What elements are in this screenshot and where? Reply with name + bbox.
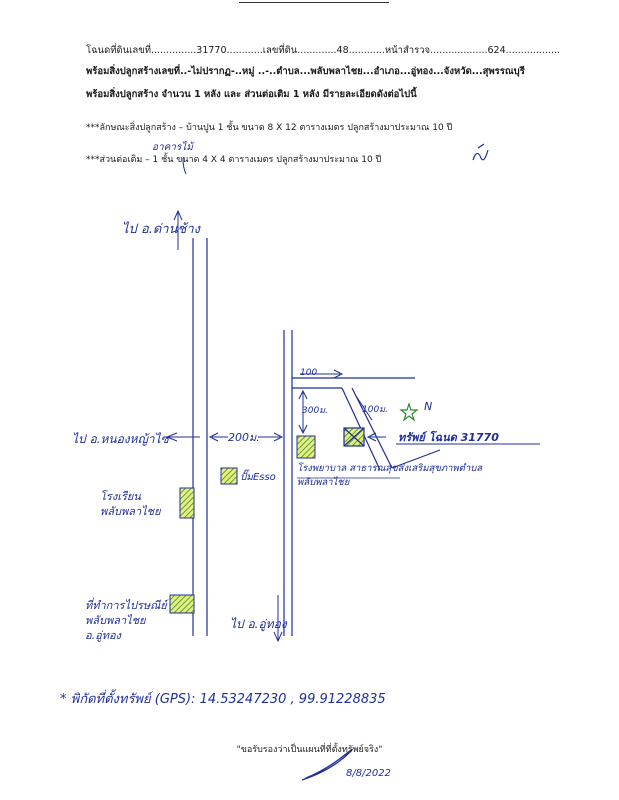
gps-coordinates-note: * พิกัดที่ตั้งทรัพย์ (GPS): 14.53247230 … — [60, 692, 386, 707]
extension-handwritten-type: อาคารไม้ — [152, 142, 193, 153]
school-marker — [179, 487, 195, 519]
label-to-u-thong: ไป อ.อู่ทอง — [230, 617, 287, 631]
signature-date: 8/8/2022 — [346, 768, 391, 779]
arrow-north-icon — [173, 209, 183, 221]
esso-marker — [220, 467, 238, 485]
label-esso: ปั๊มEsso — [240, 472, 276, 483]
deed-info-line: โฉนดที่ดินเลขที่...............31770....… — [86, 45, 561, 56]
certification-text: "ขอรับรองว่าเป็นแผนที่ที่ตั้งทรัพย์จริง" — [236, 745, 383, 755]
label-to-nong-ya-sai: ไป อ.หนองหญ้าไซ — [72, 432, 169, 446]
label-distance-100m: 100ม. — [362, 405, 388, 415]
label-post-office: ที่ทำการไปรษณีย์ พลับพลาไชย อ.อู่ทอง — [85, 599, 167, 642]
survey-page-label: หน้าสำรวจ — [384, 45, 431, 56]
label-distance-100: 100 — [300, 368, 318, 378]
post-office-marker — [169, 594, 195, 614]
extension-description-note: ***ส่วนต่อเติม – 1 ชั้น ขนาด 4 X 4 ตาราง… — [86, 155, 382, 165]
arrow-south-icon — [273, 631, 283, 643]
label-north: N — [424, 400, 433, 413]
address-line: พร้อมสิ่งปลูกสร้างเลขที่..-ไม่ปรากฏ-..หม… — [86, 66, 525, 77]
star-icon — [399, 402, 419, 422]
building-description-note: ***ลักษณะสิ่งปลูกสร้าง – บ้านปูน 1 ชั้น … — [86, 123, 453, 133]
building-count-line: พร้อมสิ่งปลูกสร้าง จำนวน 1 หลัง และ ส่วน… — [86, 89, 417, 100]
top-rule — [239, 2, 389, 3]
label-property: ทรัพย์ โฉนด 31770 — [398, 431, 499, 444]
initial-signature — [472, 143, 489, 161]
hospital-marker — [296, 435, 316, 459]
property-pointer-icon — [366, 432, 377, 442]
label-school: โรงเรียน พลับพลาไชย — [100, 490, 161, 518]
signature — [301, 748, 353, 781]
deed-label: โฉนดที่ดินเลขที่ — [86, 45, 151, 56]
label-hospital: โรงพยาบาล สาธารณสุขส่งเสริมสุขภาพตำบลพลั… — [297, 463, 483, 488]
label-distance-200: 200ม. — [228, 431, 260, 444]
land-number: 48 — [336, 45, 349, 56]
land-number-label: เลขที่ดิน — [262, 45, 298, 56]
arrow-west-icon — [165, 432, 178, 442]
deed-number: 31770 — [196, 45, 227, 56]
label-to-dan-chang: ไป อ.ด่านช้าง — [122, 222, 200, 237]
label-distance-300: 300ม. — [302, 406, 328, 416]
survey-page: 624 — [487, 45, 506, 56]
